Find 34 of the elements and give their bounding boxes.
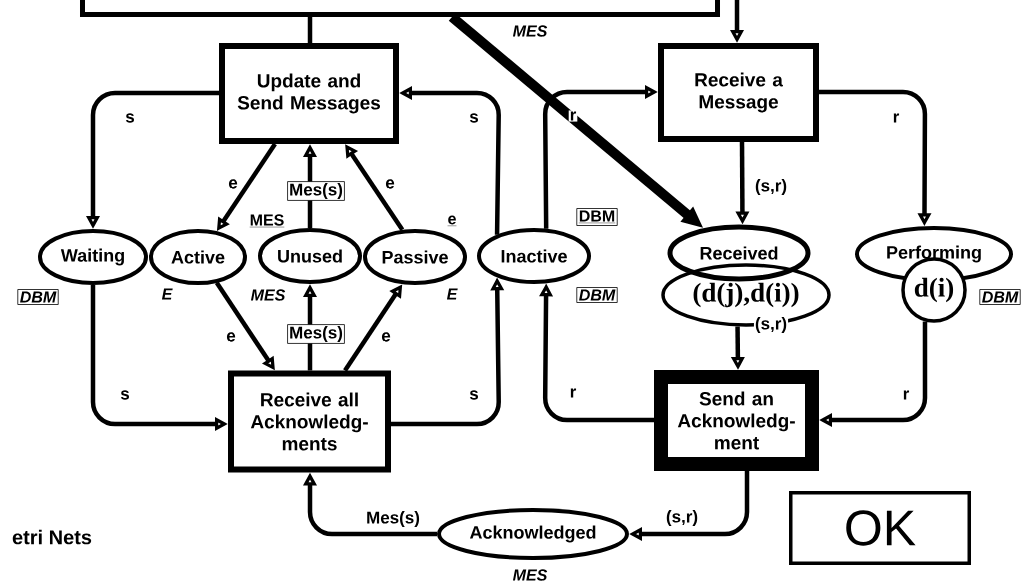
edge-label: (s,r) (753, 178, 789, 196)
edge-label: r (568, 387, 578, 399)
boxed-label: DBM (576, 208, 618, 226)
edge-label: r (901, 389, 911, 401)
edge-label: e (225, 331, 237, 343)
text-label: E (161, 288, 173, 300)
edge-label: e (227, 178, 239, 190)
edge-label: (s,r) (664, 509, 700, 527)
edge-label: s (468, 389, 480, 401)
transition-box: Send an Acknowledg- ment (654, 370, 819, 471)
text-label: e (447, 215, 457, 226)
transition-box: Receive a Message (658, 43, 819, 142)
edge-label: e (380, 331, 392, 343)
boxed-label: DBM (576, 287, 618, 303)
boxed-label: DBM (17, 289, 59, 305)
edge-label: s (124, 112, 136, 124)
edge-label: s (468, 112, 480, 124)
text-label: MES (249, 214, 285, 228)
text-label: MES (250, 289, 286, 301)
transition-box: Receive all Acknowledg- ments (228, 370, 391, 473)
edge-label: r (891, 112, 901, 124)
edge-label: s (119, 389, 131, 401)
edge-label: r (568, 110, 578, 122)
boxed-edge-label: Mes(s) (287, 181, 345, 201)
edge-label: e (384, 178, 396, 190)
transition-box: Update and Send Messages (219, 43, 399, 144)
edge-label: Mes(s) (365, 510, 421, 528)
text-label: E (446, 288, 458, 300)
result-box: OK (789, 491, 971, 565)
edge-label: (s,r) (753, 316, 789, 334)
text-label: etri Nets (12, 529, 92, 545)
boxed-edge-label: Mes(s) (287, 324, 345, 344)
boxed-label: DBM (979, 289, 1021, 305)
transition-box (80, 0, 720, 17)
